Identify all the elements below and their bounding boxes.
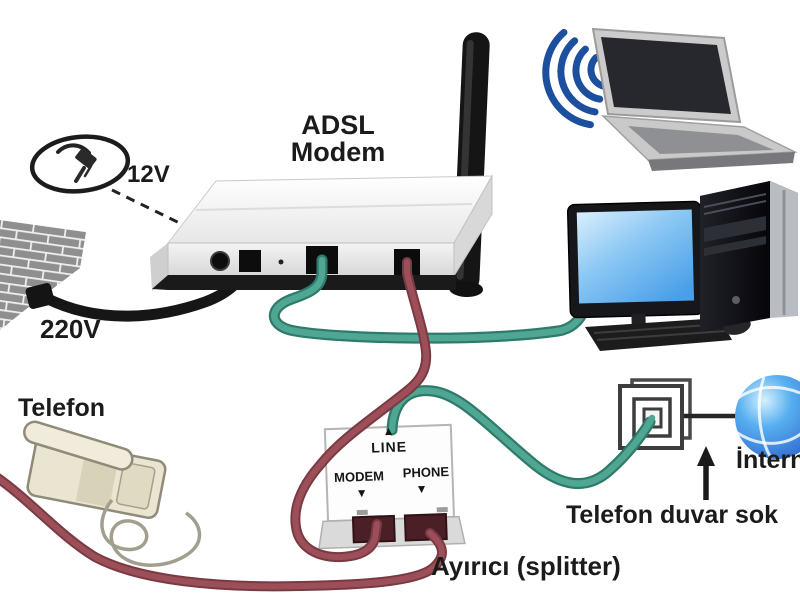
up-arrow-icon xyxy=(697,446,715,500)
dc-plug-icon xyxy=(29,134,131,194)
internet-label: İntern xyxy=(736,446,800,474)
splitter-port-labels: ▲ LINE MODEM PHONE ▼ ▼ xyxy=(325,424,454,521)
adsl-modem-icon xyxy=(150,32,493,298)
splitter-phone-label: PHONE xyxy=(402,463,450,481)
modem-power-connector-icon xyxy=(210,251,230,271)
monitor-icon xyxy=(566,200,705,335)
modem-power-port xyxy=(239,250,261,272)
line-cable xyxy=(386,385,656,490)
wall-plug-icon xyxy=(25,283,55,309)
telephone-label: Telefon xyxy=(18,394,106,422)
splitter-modem-label: MODEM xyxy=(333,468,385,485)
dc-voltage-label: 12V xyxy=(127,161,170,188)
phone-splitter-cable xyxy=(0,473,447,592)
line-cable-tip xyxy=(644,414,656,428)
pc-tower-icon xyxy=(700,181,798,331)
wifi-signal-icon xyxy=(542,28,608,129)
telephone-icon xyxy=(23,420,167,519)
wall-socket-icon xyxy=(618,378,692,450)
splitter-icon xyxy=(318,423,466,550)
ac-voltage-label: 220V xyxy=(40,314,101,344)
internet-globe-icon xyxy=(735,375,800,459)
brick-wall-icon xyxy=(0,220,86,330)
laptop-icon xyxy=(591,27,798,171)
ethernet-cable xyxy=(269,254,591,344)
modem-title-line2: Modem xyxy=(290,137,386,167)
modem-title: ADSL Modem xyxy=(278,112,398,166)
splitter-modem-arrow-icon: ▼ xyxy=(355,485,368,501)
wall-socket-caption: Telefon duvar sok xyxy=(566,501,779,529)
splitter-caption: Ayırıcı (splitter) xyxy=(431,551,621,581)
phone-cord-icon xyxy=(100,498,202,567)
modem-title-line1: ADSL xyxy=(301,110,375,140)
splitter-phone-arrow-icon: ▼ xyxy=(415,481,428,497)
modem-splitter-cable xyxy=(290,257,432,563)
splitter-line-label: LINE xyxy=(370,438,408,456)
